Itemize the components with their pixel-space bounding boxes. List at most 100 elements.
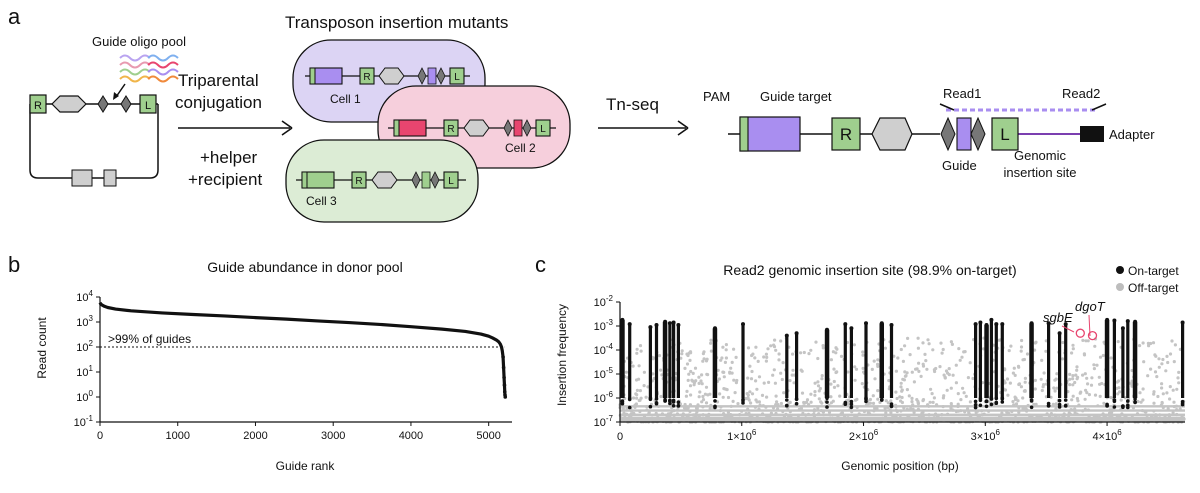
off-target-point bbox=[814, 340, 818, 344]
off-target-point bbox=[788, 379, 792, 383]
off-target-point bbox=[709, 338, 713, 342]
off-target-point bbox=[1040, 388, 1044, 393]
off-target-point bbox=[924, 359, 928, 363]
adapter-label: Adapter bbox=[1109, 127, 1155, 142]
off-target-point bbox=[777, 358, 781, 362]
off-target-point bbox=[639, 349, 643, 353]
off-target-point bbox=[1076, 399, 1080, 403]
off-target-point bbox=[701, 398, 706, 402]
off-target-point bbox=[721, 395, 725, 399]
off-target-point bbox=[809, 400, 813, 404]
off-target-point bbox=[709, 349, 714, 353]
off-target-point bbox=[689, 369, 693, 374]
off-target-point bbox=[721, 345, 725, 349]
cell2-l: L bbox=[540, 124, 546, 135]
off-target-point bbox=[1171, 388, 1175, 392]
on-target-point bbox=[1063, 322, 1068, 327]
off-target-point bbox=[1055, 386, 1059, 390]
off-target-point bbox=[691, 379, 695, 383]
off-target-point bbox=[1118, 390, 1122, 394]
on-target-point bbox=[713, 399, 717, 403]
off-target-point bbox=[1141, 341, 1145, 345]
off-target-band bbox=[620, 409, 1185, 412]
off-target-point bbox=[884, 399, 888, 403]
gene-sgbE: sgbE bbox=[1043, 310, 1073, 325]
off-target-point bbox=[962, 391, 966, 395]
off-target-point bbox=[956, 402, 960, 406]
off-target-point bbox=[1157, 365, 1161, 369]
oligo-waves bbox=[119, 54, 179, 83]
on-target-point bbox=[978, 320, 983, 325]
conjugation-line1: Triparental bbox=[178, 71, 259, 90]
on-target-point bbox=[1126, 405, 1130, 410]
off-target-point bbox=[1071, 347, 1075, 351]
l-box bbox=[139, 94, 157, 114]
off-target-point bbox=[813, 390, 817, 394]
off-target-point bbox=[792, 381, 796, 385]
off-target-point bbox=[1013, 373, 1017, 377]
off-target-point bbox=[832, 385, 837, 389]
on-target-point bbox=[1057, 331, 1062, 336]
off-target-point bbox=[773, 338, 777, 342]
on-target-point bbox=[654, 397, 659, 401]
off-target-point bbox=[1055, 372, 1059, 376]
off-target-point bbox=[921, 341, 925, 345]
off-target-point bbox=[1141, 398, 1145, 402]
off-target-point bbox=[928, 400, 932, 404]
off-target-point bbox=[917, 369, 921, 373]
guide-target-label: Guide target bbox=[760, 89, 832, 104]
off-target-point bbox=[736, 402, 740, 406]
on-target-columns bbox=[620, 317, 1185, 410]
off-target-point bbox=[899, 347, 903, 352]
on-target-column bbox=[712, 328, 718, 398]
off-target-point bbox=[1139, 400, 1143, 404]
off-target-point bbox=[853, 398, 858, 402]
off-target-point bbox=[731, 399, 735, 403]
on-target-column bbox=[1121, 328, 1125, 398]
off-target-point bbox=[780, 377, 784, 382]
off-target-point bbox=[635, 347, 639, 351]
on-target-point bbox=[984, 404, 989, 409]
off-target-point bbox=[687, 372, 691, 376]
oligo-pool-label: Guide oligo pool bbox=[92, 34, 186, 49]
on-target-point bbox=[864, 396, 868, 401]
off-target-point bbox=[722, 375, 726, 379]
b-ytick-label: 102 bbox=[76, 339, 93, 354]
off-target-point bbox=[1051, 402, 1055, 406]
pam-box bbox=[739, 116, 749, 152]
off-target-point bbox=[1109, 356, 1113, 360]
off-target-point bbox=[779, 371, 783, 375]
cell-1: R L Cell 1 bbox=[292, 39, 486, 123]
tnseq-arrow bbox=[598, 120, 689, 136]
on-target-point bbox=[864, 321, 868, 326]
off-target-point bbox=[1093, 393, 1098, 397]
on-target-point bbox=[879, 321, 884, 326]
off-target-point bbox=[1025, 352, 1030, 356]
off-target-point bbox=[962, 350, 966, 354]
off-target-point bbox=[773, 381, 778, 385]
off-target-point bbox=[781, 361, 785, 365]
off-target-point bbox=[1033, 341, 1037, 345]
off-target-point bbox=[901, 359, 906, 363]
off-target-point bbox=[921, 362, 925, 366]
off-target-point bbox=[748, 390, 752, 394]
panel-c-title: Read2 genomic insertion site (98.9% on-t… bbox=[723, 262, 1016, 278]
c-ytick-label: 10-5 bbox=[594, 366, 614, 381]
off-target-point bbox=[872, 359, 876, 363]
off-target-point bbox=[1098, 355, 1103, 359]
off-target-point bbox=[1153, 353, 1157, 357]
off-target-point bbox=[829, 382, 833, 386]
on-target-point bbox=[667, 321, 672, 326]
off-target-point bbox=[915, 398, 919, 402]
off-target-point bbox=[791, 368, 795, 372]
cell1-r: R bbox=[363, 72, 370, 83]
off-target-point bbox=[1116, 340, 1120, 344]
off-target-point bbox=[762, 355, 766, 359]
off-target-point bbox=[1153, 370, 1158, 374]
off-target-point bbox=[939, 341, 943, 345]
off-target-point bbox=[1068, 377, 1072, 381]
off-target-point bbox=[820, 374, 824, 378]
on-target-point bbox=[784, 333, 789, 338]
off-target-point bbox=[896, 356, 900, 360]
off-target-point bbox=[1053, 389, 1057, 393]
